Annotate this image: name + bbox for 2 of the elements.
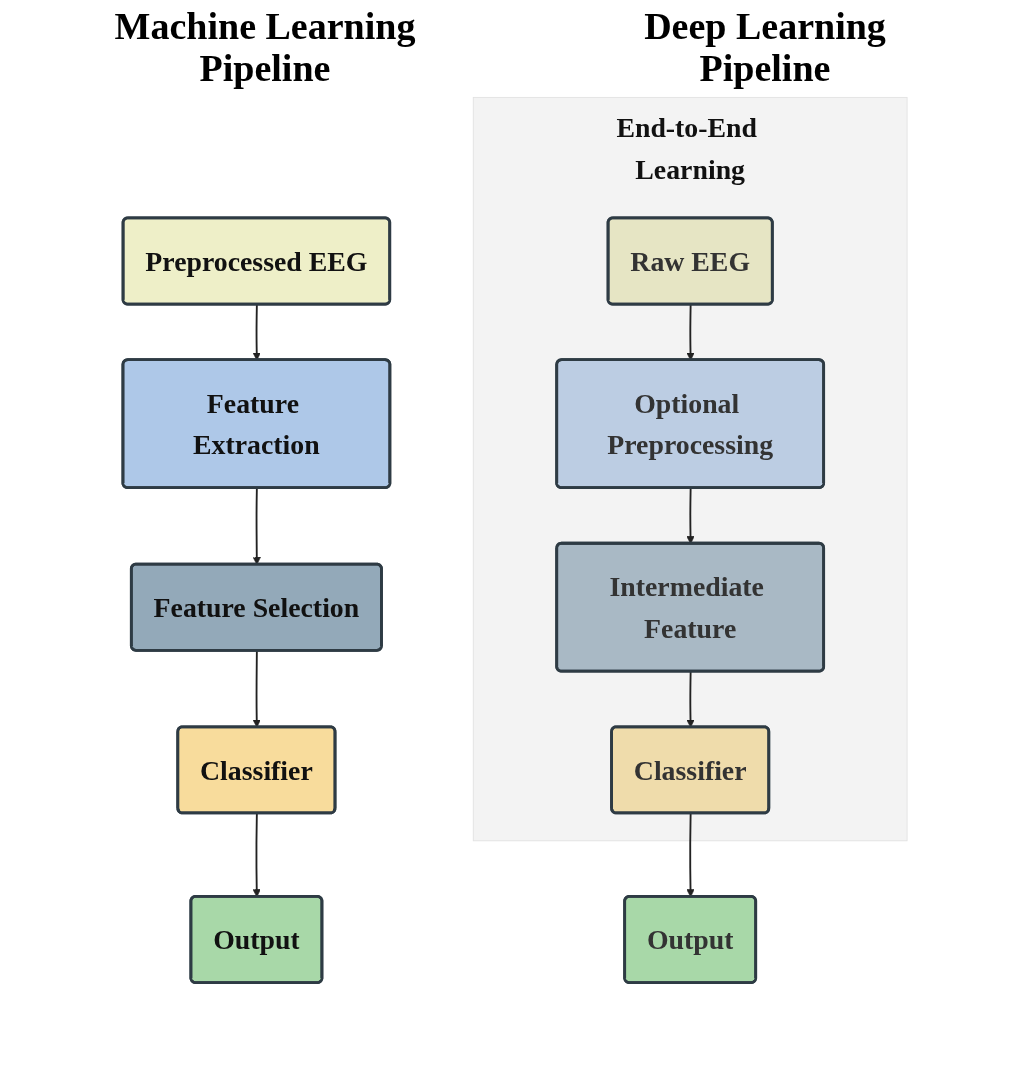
column-heading: Machine Learning Pipeline bbox=[113, 6, 417, 90]
column-heading: Deep Learning Pipeline bbox=[643, 6, 887, 90]
